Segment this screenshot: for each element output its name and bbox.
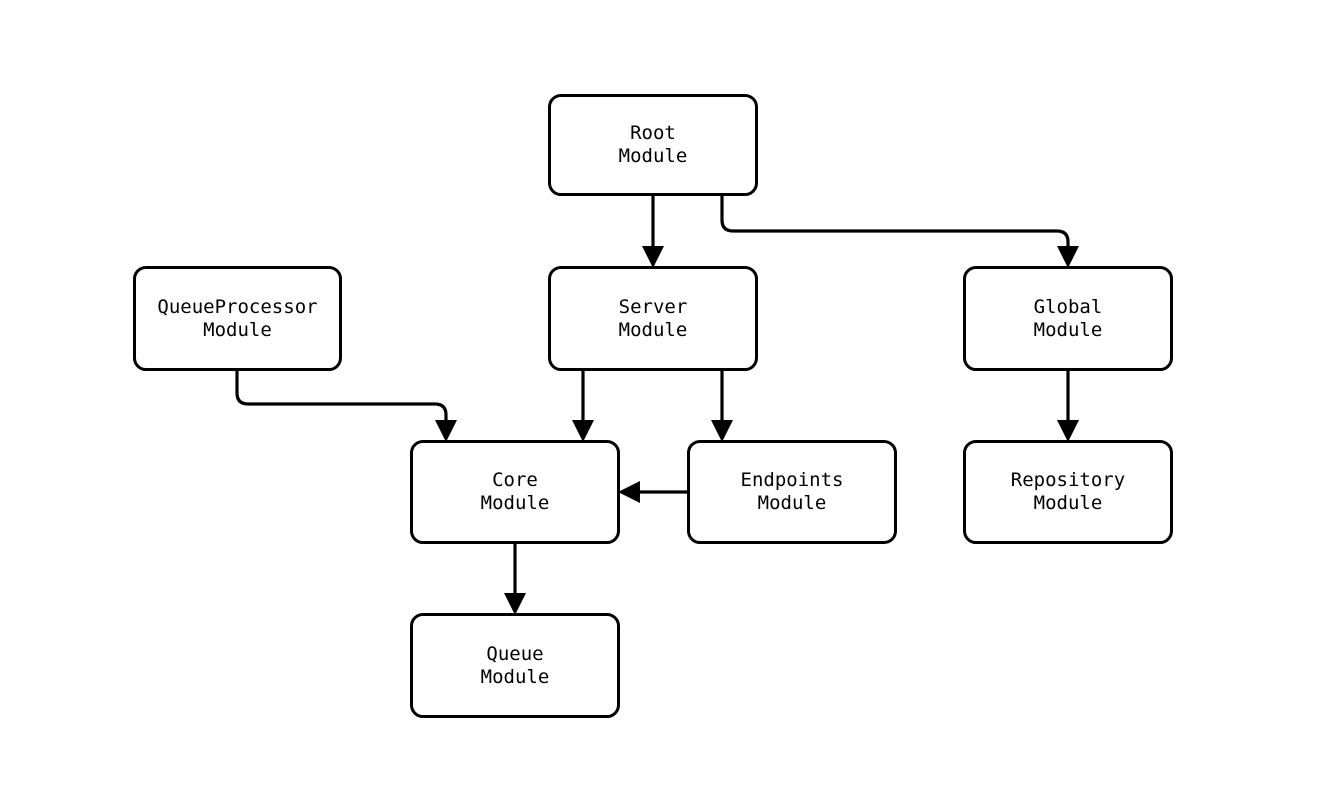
root-module-label-line2: Module <box>618 145 688 167</box>
endpoints-module[interactable]: Endpoints Module <box>687 440 897 544</box>
edge-core-to-queue <box>504 544 526 615</box>
root-module-label-line1: Root <box>630 122 676 144</box>
global-module[interactable]: Global Module <box>963 266 1173 371</box>
queue-module-label-line2: Module <box>480 665 550 688</box>
server-module-label-line1: Server <box>618 295 688 318</box>
core-module-label-line1: Core <box>492 469 538 491</box>
edge-server-to-core <box>572 371 594 442</box>
root-module[interactable]: Root Module <box>548 94 758 196</box>
edge-root-to-global <box>720 196 1079 268</box>
queueprocessor-module-label-line1: QueueProcessor <box>157 295 318 318</box>
server-module[interactable]: Server Module <box>548 266 758 371</box>
queue-module-label-line1: Queue <box>486 642 544 665</box>
global-module-label-line1: Global <box>1033 295 1103 318</box>
edge-endpoints-to-core <box>618 481 687 503</box>
endpoints-module-label-line2: Module <box>757 492 827 514</box>
repository-module-label-line1: Repository <box>1010 469 1126 491</box>
core-module[interactable]: Core Module <box>410 440 620 544</box>
endpoints-module-label-line1: Endpoints <box>740 469 844 491</box>
repository-module[interactable]: Repository Module <box>963 440 1173 544</box>
edge-queueprocessor-to-core <box>235 371 457 442</box>
edge-server-to-endpoints <box>711 371 733 442</box>
global-module-label-line2: Module <box>1033 318 1103 341</box>
queueprocessor-module-label-line2: Module <box>203 318 272 341</box>
edge-global-to-repository <box>1057 371 1079 442</box>
edge-root-to-server <box>642 196 664 268</box>
queueprocessor-module[interactable]: QueueProcessor Module <box>133 266 342 371</box>
core-module-label-line2: Module <box>480 492 550 514</box>
server-module-label-line2: Module <box>618 318 688 341</box>
repository-module-label-line2: Module <box>1033 492 1103 514</box>
queue-module[interactable]: Queue Module <box>410 613 620 718</box>
